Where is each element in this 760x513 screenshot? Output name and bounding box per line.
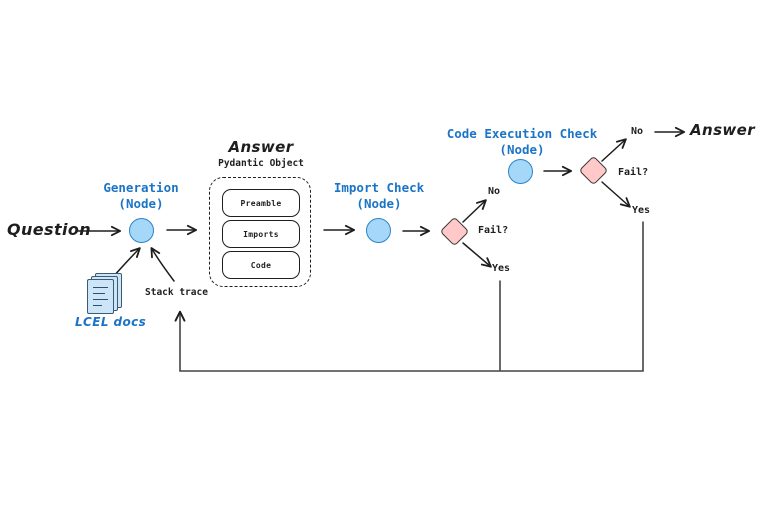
answer-object-subheading: Pydantic Object bbox=[218, 158, 304, 169]
arrow-import-decision-yes bbox=[462, 242, 492, 268]
import-check-node-title: Import Check (Node) bbox=[333, 180, 425, 211]
field-preamble: Preamble bbox=[222, 189, 300, 217]
stack-trace-label: Stack trace bbox=[145, 287, 208, 298]
import-decision-no-label: No bbox=[488, 186, 501, 197]
feedback-loop-line bbox=[174, 221, 644, 372]
pydantic-object-box: Preamble Imports Code bbox=[209, 177, 311, 287]
exec-decision-question: Fail? bbox=[618, 167, 649, 178]
question-label: Question bbox=[7, 220, 92, 239]
arrow-import-decision-no bbox=[462, 199, 487, 223]
answer-object-heading: Answer bbox=[228, 138, 294, 156]
arrow-exec-decision-yes bbox=[601, 181, 631, 208]
docs-label: LCEL docs bbox=[75, 315, 147, 329]
generation-node-circle bbox=[129, 218, 154, 243]
import-check-node-circle bbox=[366, 218, 391, 243]
exec-decision-yes-label: Yes bbox=[632, 205, 651, 216]
arrow-stacktrace-to-generation bbox=[150, 247, 175, 282]
import-decision-yes-label: Yes bbox=[492, 263, 511, 274]
code-exec-node-title: Code Execution Check (Node) bbox=[446, 126, 598, 157]
code-exec-node-circle bbox=[508, 159, 533, 184]
final-answer-label: Answer bbox=[690, 121, 756, 139]
docs-icon bbox=[87, 273, 129, 319]
import-decision-question: Fail? bbox=[478, 225, 509, 236]
field-imports: Imports bbox=[222, 220, 300, 248]
exec-decision-no-label: No bbox=[631, 126, 644, 137]
generation-node-title: Generation (Node) bbox=[103, 180, 179, 211]
field-code: Code bbox=[222, 251, 300, 279]
arrow-exec-decision-no bbox=[601, 138, 627, 162]
